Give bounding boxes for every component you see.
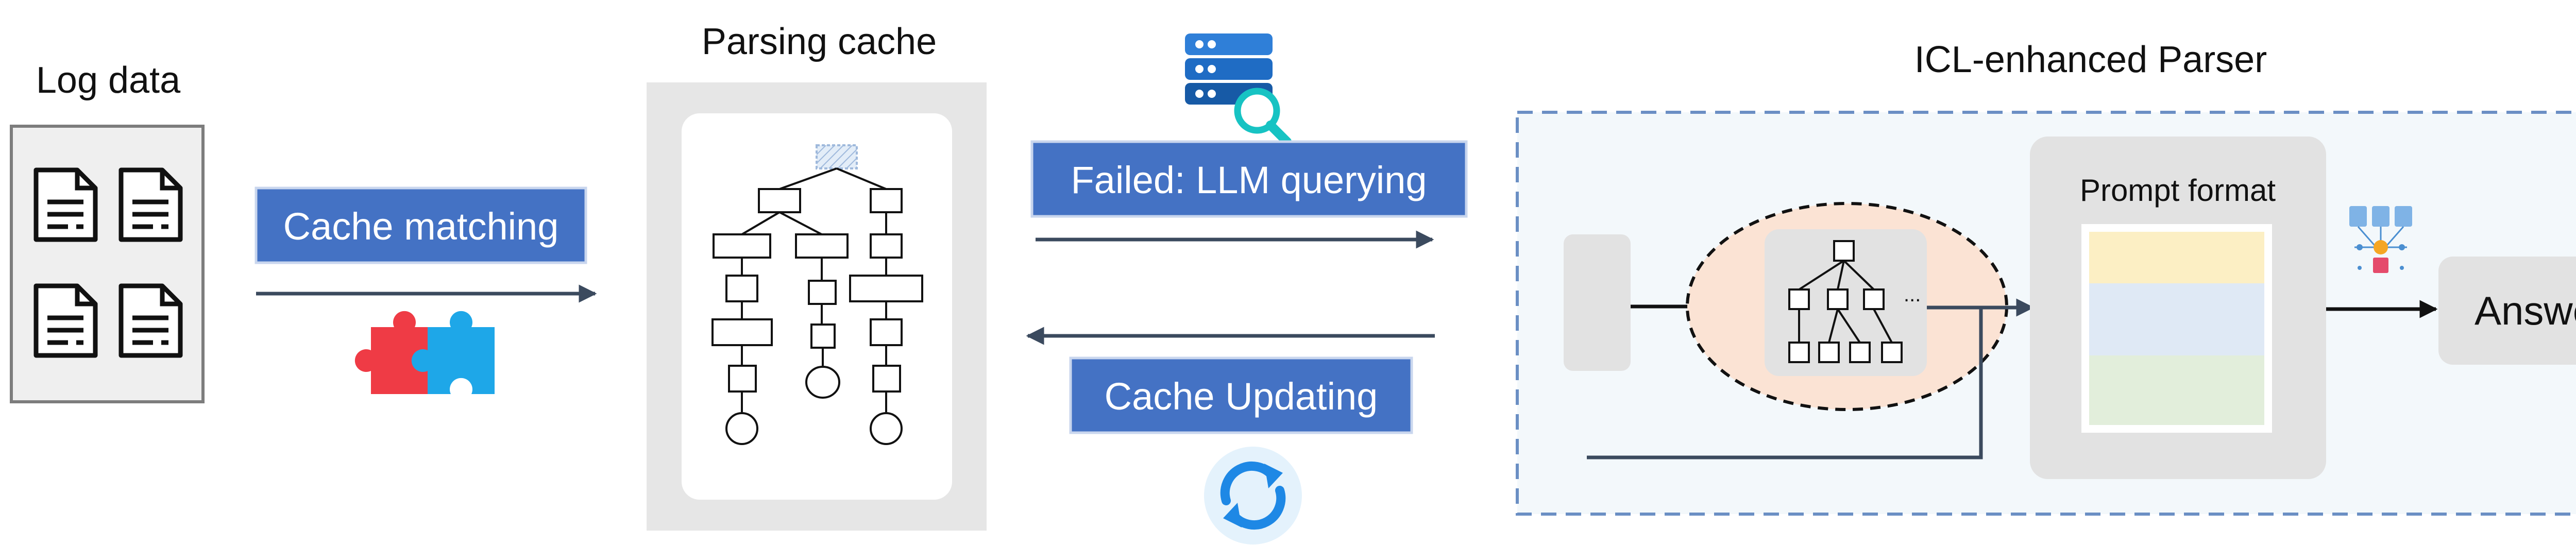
tree-leaf-node bbox=[805, 366, 840, 399]
prompt-format-title: Prompt format bbox=[2080, 173, 2276, 208]
log-data-box bbox=[10, 125, 205, 403]
log-data-title: Log data bbox=[36, 60, 181, 101]
prompt-document bbox=[2081, 224, 2272, 433]
database-search-icon bbox=[1185, 33, 1292, 146]
tree-node bbox=[711, 318, 773, 346]
cache-updating-label-box bbox=[1069, 356, 1413, 434]
puzzle-icon bbox=[354, 311, 495, 394]
answer-label: Answer bbox=[2475, 288, 2576, 333]
cache-updating-step: Cache Updating bbox=[1026, 327, 1435, 544]
refresh-icon bbox=[1204, 447, 1302, 544]
llm-querying-step: Failed: LLM querying bbox=[1030, 33, 1468, 249]
tree-node bbox=[795, 233, 849, 259]
tree-node bbox=[870, 188, 903, 213]
parsing-cache-title: Parsing cache bbox=[702, 21, 937, 62]
tree-root-node bbox=[816, 144, 858, 169]
tree-node bbox=[725, 275, 758, 302]
tree-leaf-node bbox=[725, 412, 758, 445]
llm-querying-label: Failed: LLM querying bbox=[1071, 159, 1427, 201]
document-icon bbox=[118, 167, 183, 242]
tree-node bbox=[872, 365, 901, 393]
tree-node bbox=[810, 323, 836, 349]
tree-node bbox=[728, 365, 757, 393]
icl-parser-title: ICL-enhanced Parser bbox=[1914, 39, 2267, 80]
tree-node bbox=[870, 318, 903, 346]
tree-ellipsis: ... bbox=[1904, 283, 1921, 306]
tree-node bbox=[758, 188, 801, 213]
input-block bbox=[1564, 234, 1631, 371]
icl-parser-section: ICL-enhanced Parser ... Prompt fo bbox=[1516, 39, 2576, 516]
tree-node bbox=[849, 275, 923, 302]
answer-box bbox=[2438, 257, 2576, 365]
parsing-cache-card bbox=[682, 113, 952, 500]
feedback-line bbox=[1587, 308, 1983, 459]
document-icon bbox=[33, 283, 98, 358]
cache-matching-step: Cache matching bbox=[255, 186, 597, 394]
log-data-section: Log data bbox=[10, 60, 205, 403]
document-icon bbox=[33, 167, 98, 242]
cache-matching-label: Cache matching bbox=[283, 205, 559, 248]
neural-network-icon bbox=[2349, 206, 2412, 273]
cache-matching-label-box bbox=[255, 186, 587, 264]
tree-node bbox=[808, 280, 837, 305]
parse-tree bbox=[711, 144, 923, 445]
llm-querying-label-box bbox=[1030, 140, 1468, 218]
tree-node bbox=[870, 233, 903, 259]
cache-updating-label: Cache Updating bbox=[1105, 375, 1378, 418]
demonstration-tree bbox=[1788, 240, 1903, 363]
tree-node bbox=[713, 233, 771, 259]
tree-leaf-node bbox=[870, 412, 903, 445]
parsing-cache-section: Parsing cache bbox=[647, 21, 987, 531]
document-icon bbox=[118, 283, 183, 358]
